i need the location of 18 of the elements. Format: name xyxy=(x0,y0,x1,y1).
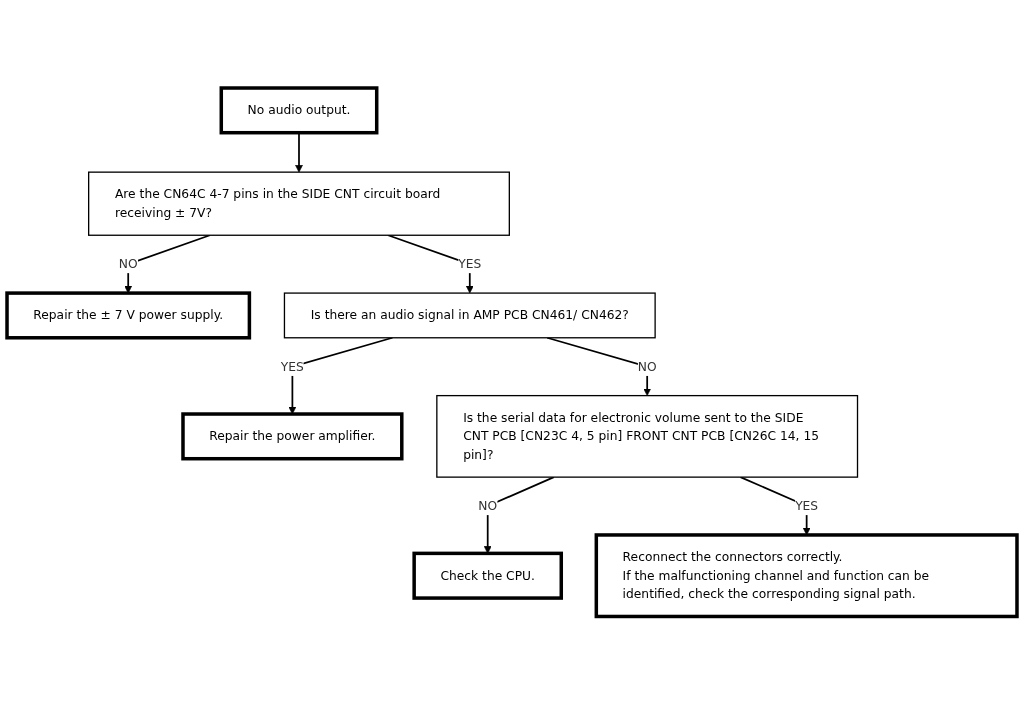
arrow xyxy=(295,132,303,173)
edge-label: YES xyxy=(280,359,304,374)
node-box: Check the CPU. xyxy=(412,551,563,601)
edge-label: NO xyxy=(118,256,138,271)
node-box: Reconnect the connectors correctly. If the malfunctioning channel and function can be identified, check the corresponding signal path. xyxy=(594,533,1019,619)
edge-label: NO xyxy=(478,498,498,513)
node-box: Repair the ± 7 V power supply. xyxy=(5,291,252,340)
node-box: Is the serial data for electronic volume sent to the SIDE CNT PCB [CN23C 4, 5 pin] FRONT CNT PCB [CN26C 14, 15 pin]? xyxy=(436,395,859,479)
node-box: Are the CN64C 4-7 pins in the SIDE CNT circuit board receiving ± 7V? xyxy=(88,171,510,237)
edge-label: YES xyxy=(795,498,819,513)
edge-label: YES xyxy=(458,256,482,271)
arrow xyxy=(483,476,555,554)
edge-label: NO xyxy=(637,359,657,374)
node-box: No audio output. xyxy=(219,86,379,135)
node-box: Is there an audio signal in AMP PCB CN461/ CN462? xyxy=(283,292,656,339)
arrow xyxy=(387,234,474,294)
arrow xyxy=(739,476,811,536)
node-box: Repair the power amplifier. xyxy=(181,412,404,461)
